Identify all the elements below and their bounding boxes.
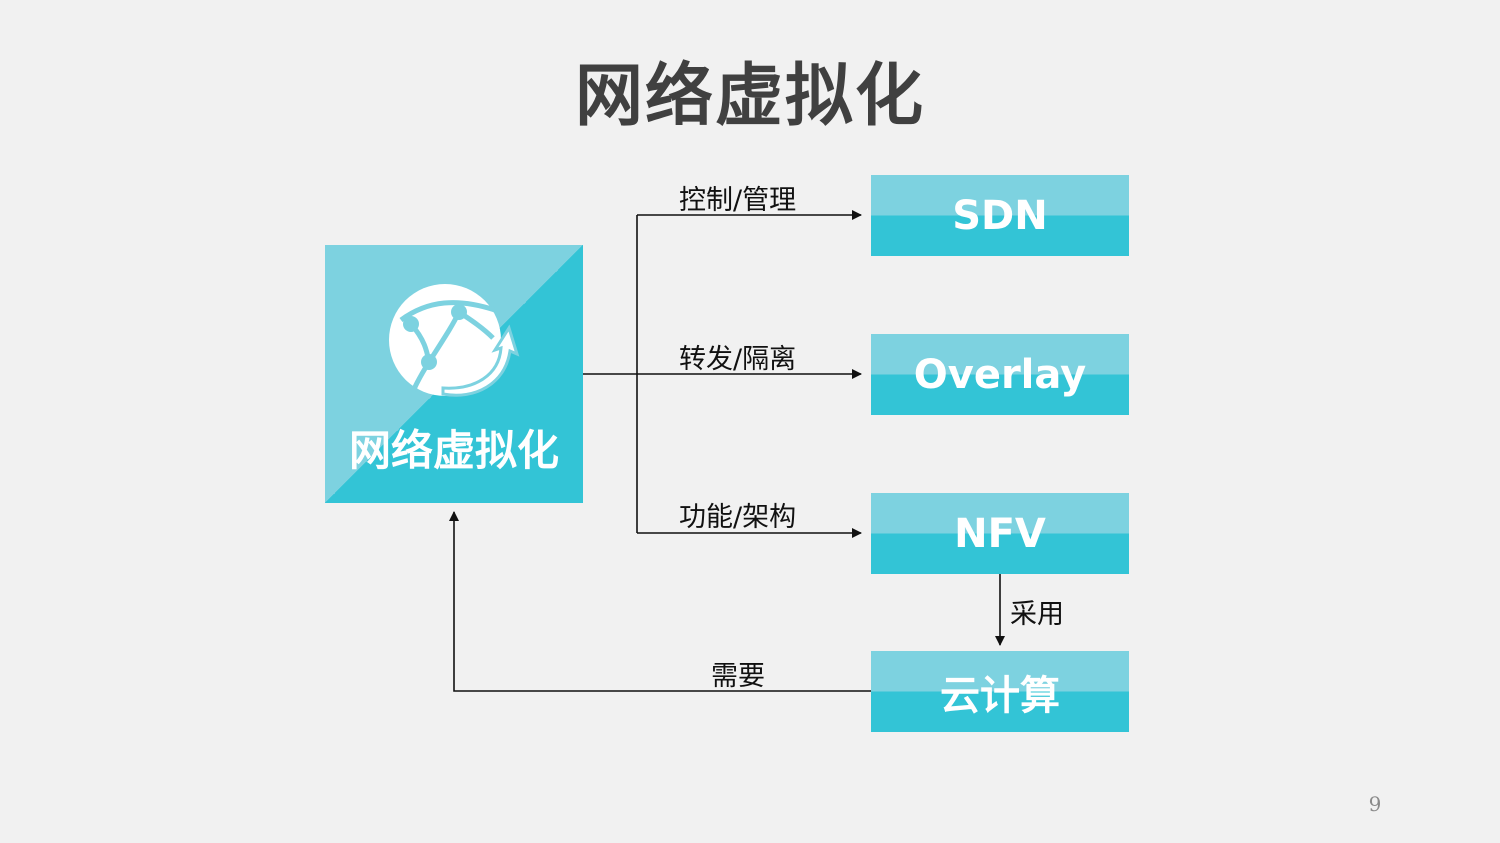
node-overlay: Overlay — [871, 334, 1129, 415]
page-title: 网络虚拟化 — [574, 57, 925, 136]
center-node: 网络虚拟化 — [325, 245, 583, 503]
node-sdn: SDN — [871, 175, 1129, 256]
edge-label-forward: 转发/隔离 — [679, 344, 797, 375]
globe-network-icon — [389, 284, 520, 397]
arrow-cloud-to-main — [449, 511, 871, 692]
edge-label-adopt: 采用 — [1010, 599, 1064, 630]
edge-label-control: 控制/管理 — [679, 185, 797, 216]
edge-label-need: 需要 — [711, 661, 765, 692]
page-number: 9 — [1368, 792, 1382, 816]
edge-label-function: 功能/架构 — [679, 502, 797, 533]
node-nfv: NFV — [871, 493, 1129, 574]
center-node-label: 网络虚拟化 — [348, 426, 559, 475]
node-cloud: 云计算 — [871, 651, 1129, 732]
